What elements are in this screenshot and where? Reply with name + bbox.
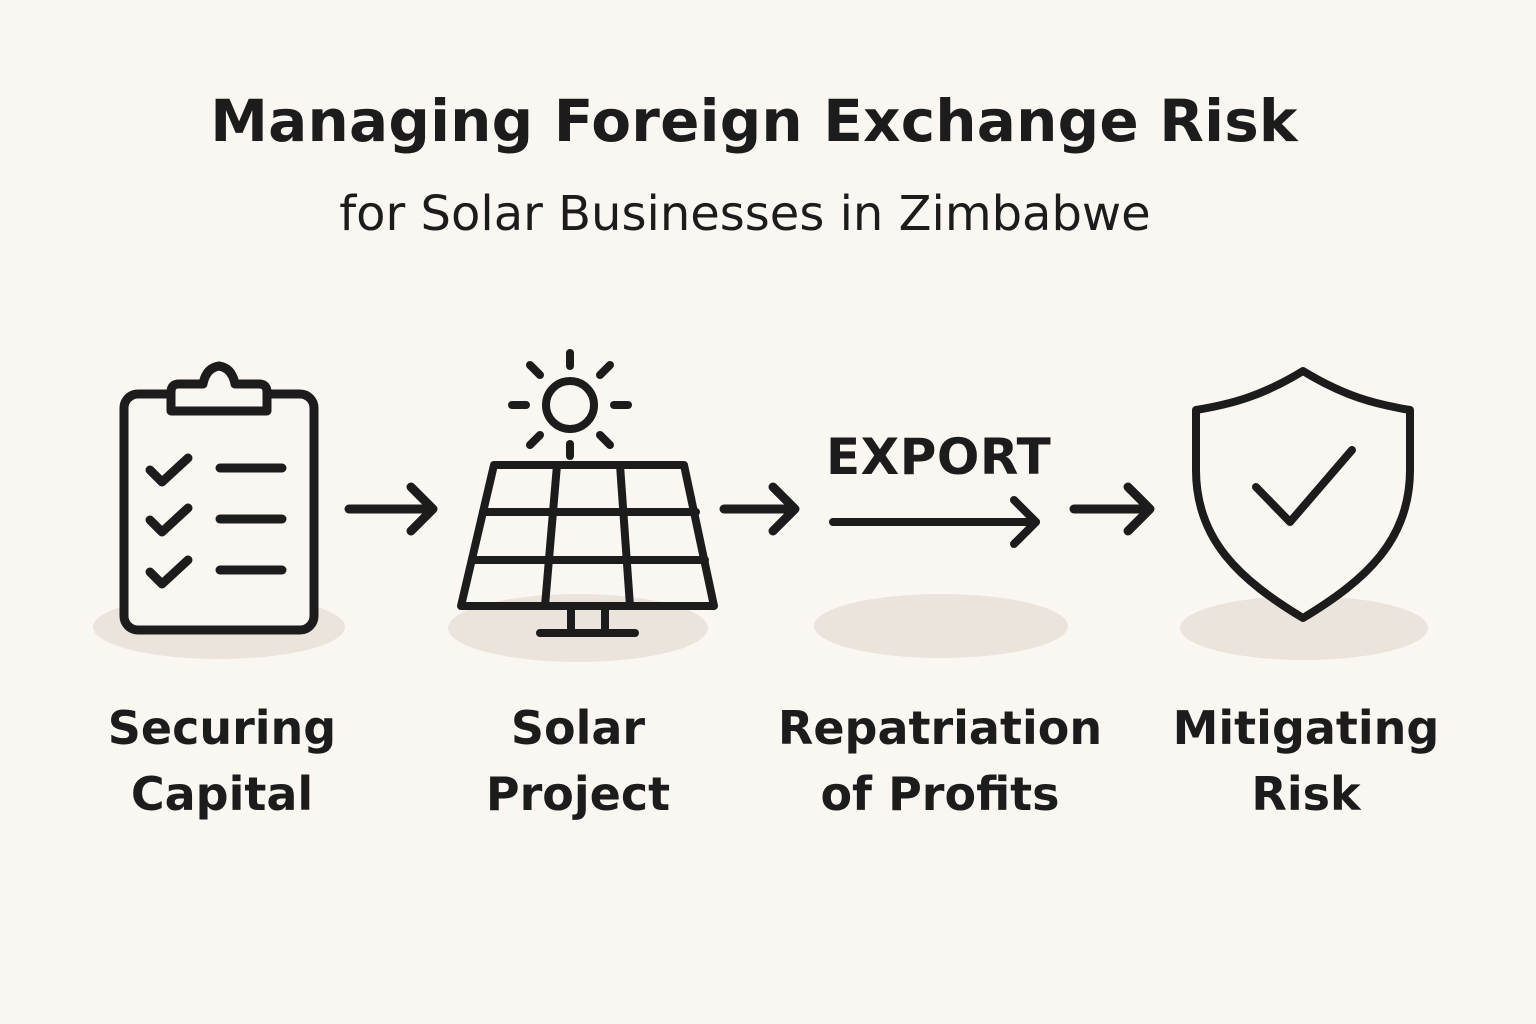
- shield-shadow: [1180, 596, 1428, 660]
- flow-arrow-1: [344, 482, 438, 536]
- label-line: of Profits: [820, 767, 1060, 821]
- label-line: Solar: [510, 701, 646, 755]
- export-shadow: [814, 594, 1068, 658]
- step-label-securing-capital: Securing Capital: [94, 695, 350, 827]
- sun-icon: [508, 349, 632, 460]
- page-title: Managing Foreign Exchange Risk: [210, 87, 1298, 155]
- label-line: Mitigating: [1172, 701, 1440, 755]
- step-label-repatriation-of-profits: Repatriation of Profits: [775, 695, 1105, 827]
- label-line: Repatriation: [777, 701, 1103, 755]
- label-line: Project: [485, 767, 671, 821]
- page-subtitle: for Solar Businesses in Zimbabwe: [339, 186, 1151, 242]
- flow-arrow-2: [719, 482, 800, 536]
- export-label: EXPORT: [826, 428, 1052, 486]
- label-line: Risk: [1251, 767, 1361, 821]
- solar-panel-shadow: [448, 594, 708, 662]
- export-arrow-icon: [829, 496, 1040, 548]
- shield-check-icon: [1192, 367, 1414, 622]
- step-label-mitigating-risk: Mitigating Risk: [1158, 695, 1454, 827]
- step-label-solar-project: Solar Project: [458, 695, 698, 827]
- label-line: Capital: [130, 767, 314, 821]
- flow-arrow-3: [1069, 482, 1155, 536]
- clipboard-checklist-icon: [119, 361, 319, 635]
- label-line: Securing: [107, 701, 337, 755]
- solar-panel-icon: [457, 349, 718, 637]
